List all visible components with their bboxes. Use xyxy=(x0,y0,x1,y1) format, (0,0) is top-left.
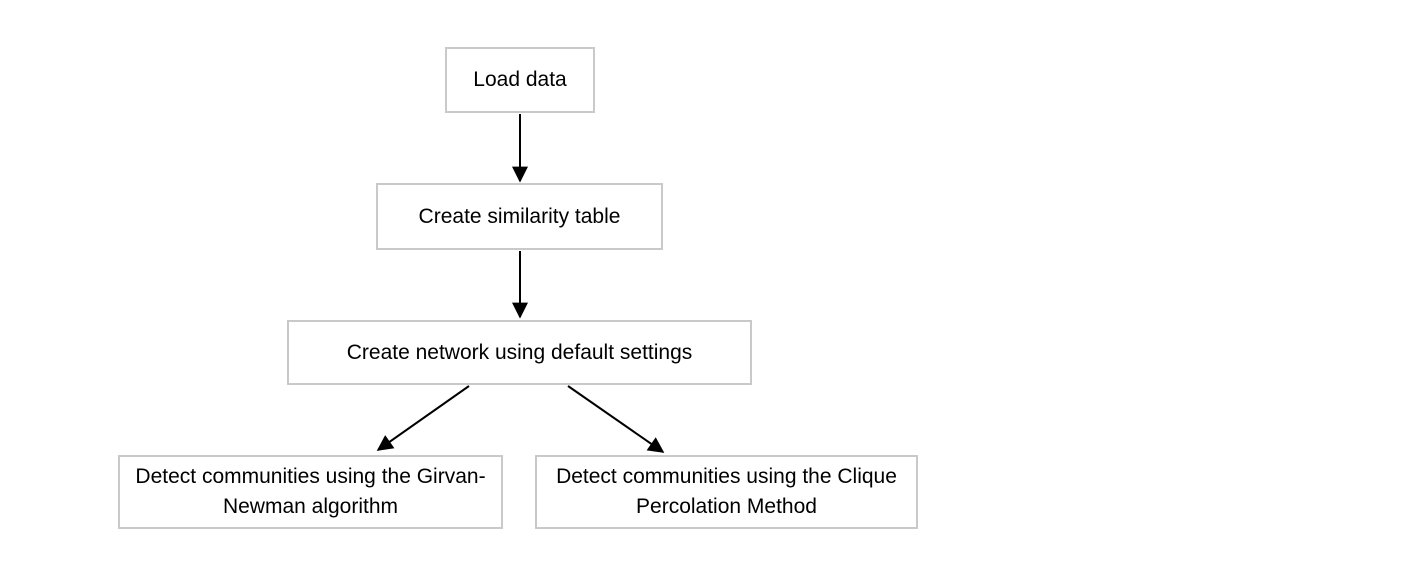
edge-arrow-network-to-clique-percolation xyxy=(567,385,665,453)
node-detect-girvan-newman-label: Detect communities using the Girvan-Newm… xyxy=(135,465,486,518)
node-detect-clique-percolation-label: Detect communities using the Clique Perc… xyxy=(556,465,897,518)
node-load-data: Load data xyxy=(445,47,595,113)
node-create-similarity-table-label: Create similarity table xyxy=(418,204,621,228)
node-create-network-label: Create network using default settings xyxy=(346,340,693,364)
edge-arrow-network-to-girvan-newman xyxy=(376,385,470,451)
node-create-similarity-table: Create similarity table xyxy=(376,183,663,250)
node-detect-clique-percolation: Detect communities using the Clique Perc… xyxy=(535,455,918,529)
node-create-network: Create network using default settings xyxy=(287,320,752,385)
node-detect-girvan-newman: Detect communities using the Girvan-Newm… xyxy=(118,455,503,529)
node-load-data-label: Load data xyxy=(473,68,567,91)
